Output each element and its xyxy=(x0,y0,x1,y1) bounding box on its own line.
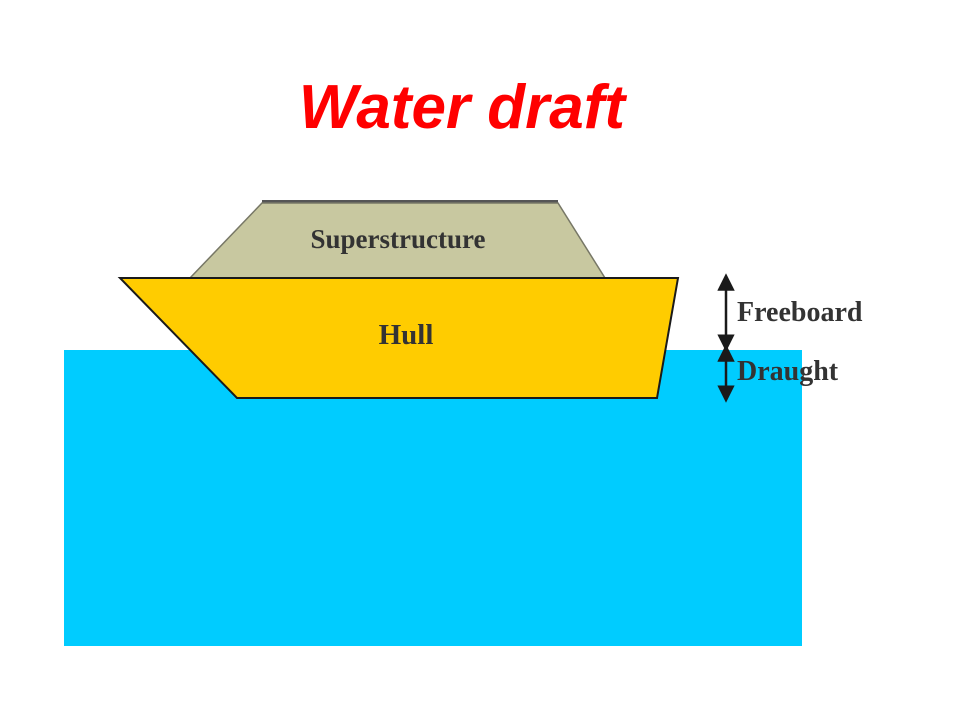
hull-label: Hull xyxy=(379,319,434,351)
page-title: Water draft xyxy=(298,73,626,142)
hull xyxy=(117,277,680,399)
superstructure-label: Superstructure xyxy=(311,224,486,254)
draught-label: Draught xyxy=(737,356,839,387)
water-body xyxy=(64,350,802,646)
freeboard-label: Freeboard xyxy=(737,297,863,328)
